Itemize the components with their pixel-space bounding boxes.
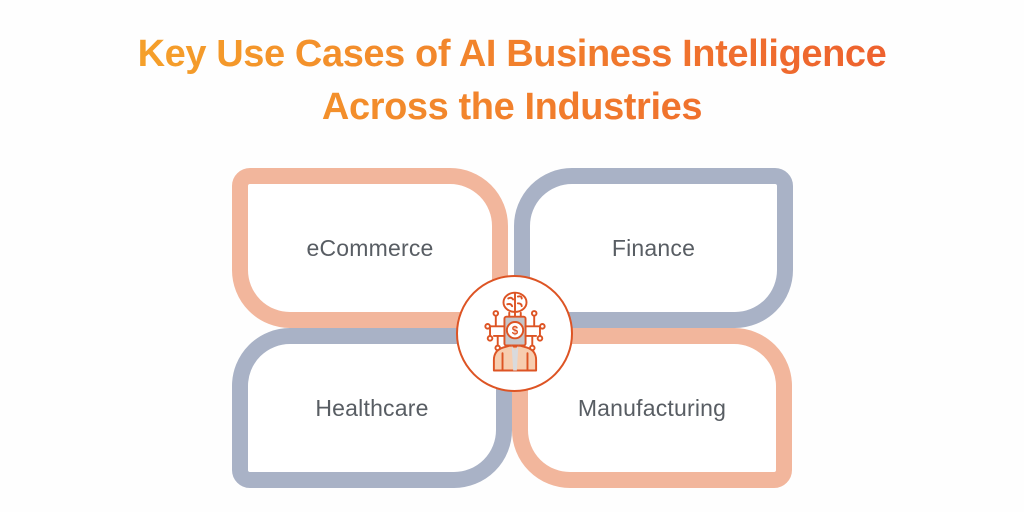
ai-business-intelligence-icon: $ xyxy=(483,291,546,371)
dollar-symbol: $ xyxy=(511,325,518,337)
page-title-line2: Across the Industries xyxy=(321,86,703,129)
center-circle-badge: $ xyxy=(456,275,573,392)
industry-label-finance: Finance xyxy=(611,234,696,261)
page-title-line1: Key Use Cases of AI Business Intelligenc… xyxy=(137,33,887,75)
industry-label-manufacturing: Manufacturing xyxy=(577,394,727,421)
industry-label-ecommerce: eCommerce xyxy=(306,234,434,261)
person-tie xyxy=(511,345,518,370)
dollar-badge xyxy=(505,320,524,339)
industry-card-ecommerce: eCommerce xyxy=(232,168,508,328)
page-title: Key Use Cases of AI Business Intelligenc… xyxy=(0,28,1024,134)
industry-label-healthcare: Healthcare xyxy=(315,394,429,421)
